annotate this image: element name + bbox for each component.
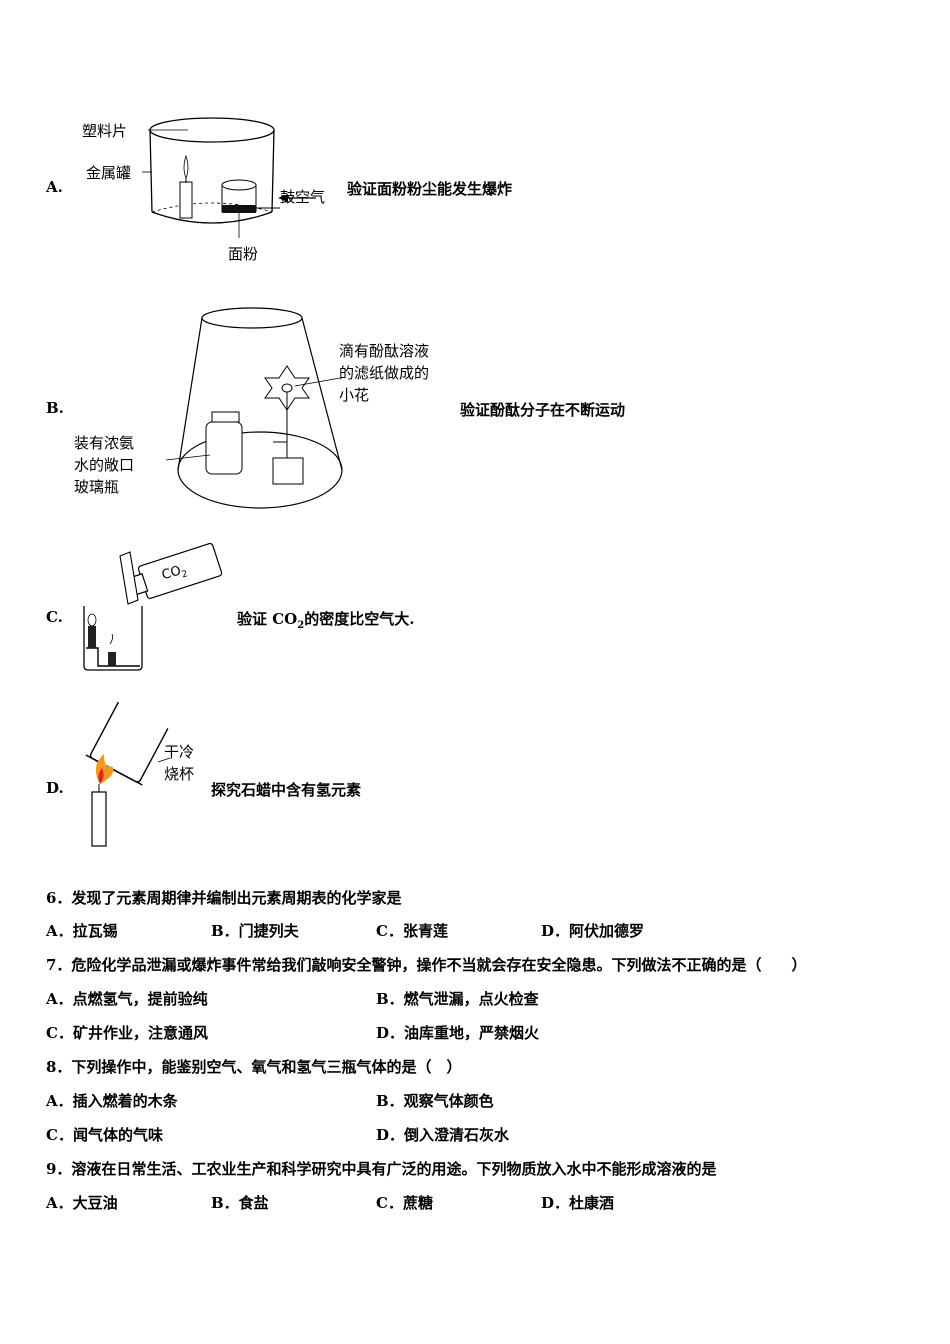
flower-label-line1: 滴有酚酞溶液 bbox=[339, 342, 430, 360]
bottle-label-line2: 水的敞口 bbox=[74, 456, 135, 474]
paraffin-hydrogen-diagram bbox=[85, 701, 171, 847]
q8-option-c: C．闻气体的气味 bbox=[46, 1126, 163, 1144]
q9-option-b: B．食盐 bbox=[211, 1194, 269, 1212]
q7-option-b: B．燃气泄漏，点火检查 bbox=[376, 990, 539, 1008]
co2-density-diagram bbox=[83, 542, 223, 671]
q9-option-d: D．杜康酒 bbox=[541, 1194, 615, 1212]
caption-c-pre: 验证 CO bbox=[237, 610, 298, 628]
cold-beaker-label-line2: 烧杯 bbox=[164, 765, 195, 783]
q7-option-a: A．点燃氢气，提前验纯 bbox=[46, 990, 208, 1008]
q6-option-d: D．阿伏加德罗 bbox=[541, 922, 645, 940]
bottle-label-line1: 装有浓氨 bbox=[74, 434, 135, 452]
question-8: 8．下列操作中，能鉴别空气、氧气和氢气三瓶气体的是（ ） bbox=[46, 1058, 462, 1076]
flower-label-line2: 的滤纸做成的 bbox=[339, 364, 430, 382]
question-7: 7．危险化学品泄漏或爆炸事件常给我们敲响安全警钟，操作不当就会存在安全隐患。下列… bbox=[46, 956, 807, 974]
q8-option-d: D．倒入澄清石灰水 bbox=[376, 1126, 510, 1144]
q8-option-b: B．观察气体颜色 bbox=[376, 1092, 494, 1110]
option-label-b: B. bbox=[46, 399, 64, 417]
q7-option-d: D．油库重地，严禁烟火 bbox=[376, 1024, 540, 1042]
q6-option-b: B．门捷列夫 bbox=[211, 922, 299, 940]
phenolphthalein-diagram bbox=[165, 307, 343, 509]
metal-can-label: 金属罐 bbox=[86, 164, 132, 182]
bottle-label-line3: 玻璃瓶 bbox=[74, 478, 120, 496]
q8-option-a: A．插入燃着的木条 bbox=[46, 1092, 178, 1110]
caption-c-sub: 2 bbox=[297, 620, 305, 631]
cold-beaker-label-line1: 干冷 bbox=[164, 743, 195, 761]
q6-option-a: A．拉瓦锡 bbox=[46, 922, 118, 940]
caption-d: 探究石蜡中含有氢元素 bbox=[211, 781, 362, 799]
flower-label-line3: 小花 bbox=[339, 386, 370, 404]
flour-explosion-diagram bbox=[142, 117, 316, 238]
question-9: 9．溶液在日常生活、工农业生产和科学研究中具有广泛的用途。下列物质放入水中不能形… bbox=[46, 1160, 717, 1178]
q6-option-c: C．张青莲 bbox=[376, 922, 448, 940]
blow-air-label: 鼓空气 bbox=[280, 188, 326, 206]
caption-c-post: 的密度比空气大. bbox=[304, 610, 415, 628]
option-label-d: D. bbox=[46, 779, 64, 797]
option-label-c: C. bbox=[46, 608, 63, 626]
plastic-sheet-label: 塑料片 bbox=[82, 122, 128, 140]
q9-option-a: A．大豆油 bbox=[46, 1194, 118, 1212]
flour-label: 面粉 bbox=[228, 245, 259, 263]
caption-b: 验证酚酞分子在不断运动 bbox=[460, 401, 626, 419]
q9-option-c: C．蔗糖 bbox=[376, 1194, 433, 1212]
option-label-a: A. bbox=[46, 178, 63, 196]
caption-c: 验证 CO2的密度比空气大. bbox=[237, 608, 414, 631]
q7-option-c: C．矿井作业，注意通风 bbox=[46, 1024, 208, 1042]
caption-a: 验证面粉粉尘能发生爆炸 bbox=[347, 180, 513, 198]
question-6: 6．发现了元素周期律并编制出元素周期表的化学家是 bbox=[46, 889, 402, 907]
